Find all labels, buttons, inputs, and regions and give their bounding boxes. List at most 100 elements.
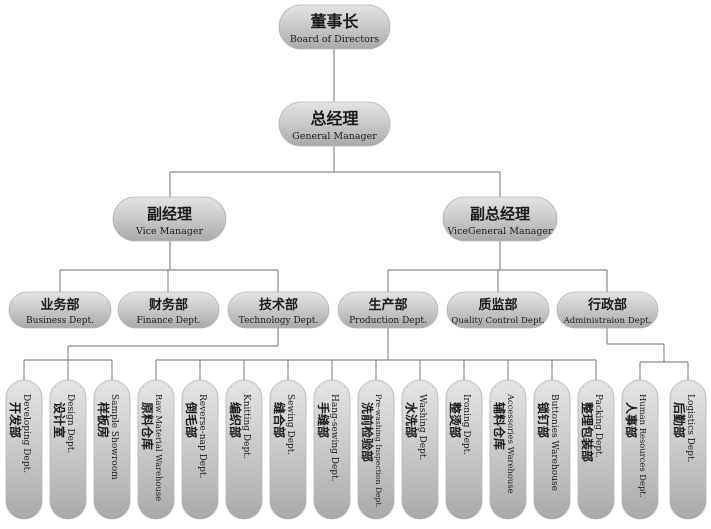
sub-dept-cn: 锁钉部 (536, 402, 551, 438)
node-finance-cn: 财务部 (149, 297, 188, 313)
sub-dept-en: Knitting Dept. (241, 394, 251, 459)
sub-dept-en: Hang-sewing Dept. (329, 394, 339, 482)
node-business-dept: 业务部 Business Dept. (8, 291, 112, 329)
sub-dept-en: Pre-washing Inspection Dept. (374, 394, 383, 508)
node-vice-manager-en: Vice Manager (135, 226, 204, 237)
sub-dept-shape (269, 379, 307, 520)
node-board-shape (278, 4, 391, 50)
sub-dept-cn: 编织部 (228, 401, 243, 438)
sub-dept-en: Washing Dept. (417, 394, 427, 460)
sub-dept-cn: 水洗部 (404, 402, 419, 438)
sub-dept-knitting: Knitting Dept.编织部 (225, 379, 263, 520)
node-gm-en: General Manager (292, 131, 377, 142)
sub-dept-en: Logistics Dept. (685, 394, 695, 463)
node-finance-shape (117, 291, 220, 329)
sub-dept-en: Human Resources Dept. (638, 394, 648, 497)
node-quality-shape (446, 291, 550, 329)
sub-dept-reverse-nap: Reverse-nap Dept.倒毛部 (181, 379, 219, 520)
sub-dept-packing: Packing Dept.整理包装部 (577, 379, 615, 520)
sub-dept-cn: 样板房 (96, 402, 111, 438)
sub-dept-cn: 后勤部 (672, 402, 687, 438)
sub-dept-shape (357, 379, 395, 520)
node-vice-gm-cn: 副总经理 (470, 205, 530, 223)
node-technology-shape (227, 291, 330, 329)
sub-dept-en: Developing Dept. (21, 394, 31, 473)
sub-dept-cn: 整烫部 (448, 401, 463, 438)
node-admin-cn: 行政部 (587, 297, 627, 313)
node-vice-manager: 副经理 Vice Manager (112, 196, 227, 242)
node-technology-dept: 技术部 Technology Dept. (227, 291, 330, 329)
node-admin-shape (556, 291, 659, 329)
node-gm-cn: 总经理 (310, 109, 358, 128)
sub-dept-text: Washing Dept.水洗部 (404, 394, 427, 460)
sub-dept-cn: 辅料仓库 (492, 402, 507, 450)
node-admin-en: Administraion Dept. (563, 316, 652, 326)
sub-dept-en: Buttonies Warehouse (549, 394, 559, 491)
sub-dept-text: Design Dept.设计室 (52, 394, 75, 453)
node-vice-general-manager: 副总经理 ViceGeneral Manager (442, 196, 558, 242)
sub-dept-text: Pre-washing Inspection Dept.洗前检验部 (360, 394, 383, 508)
sub-dept-cn: 整理包装部 (580, 401, 595, 462)
node-technology-en: Technology Dept. (239, 316, 319, 326)
sub-dept-en: Ironing Dept. (461, 394, 471, 455)
sub-dept-shape (49, 379, 87, 520)
node-business-cn: 业务部 (40, 297, 79, 313)
sub-dept-shape (401, 379, 439, 520)
sub-dept-hang-sewing: Hang-sewing Dept.手缝部 (313, 379, 351, 520)
node-board-en: Board of Directors (290, 34, 379, 45)
node-general-manager: 总经理 General Manager (278, 101, 391, 147)
sub-dept-pre-washing-inspection: Pre-washing Inspection Dept.洗前检验部 (357, 379, 395, 520)
node-quality-cn: 质监部 (478, 297, 517, 313)
sub-dept-developing: Developing Dept.开发部 (5, 379, 43, 520)
sub-dept-cn: 开发部 (8, 402, 23, 438)
sub-dept-text: Logistics Dept.后勤部 (672, 394, 695, 463)
sub-dept-human-resources: Human Resources Dept.人事部 (621, 379, 659, 520)
node-business-en: Business Dept. (26, 316, 94, 326)
node-quality-control-dept: 质监部 Quality Control Dept. (446, 291, 550, 329)
sub-dept-shape (445, 379, 483, 520)
sub-dept-shape (577, 379, 615, 520)
node-production-dept: 生产部 Production Dept. (337, 291, 439, 329)
sub-dept-shape (93, 379, 131, 520)
sub-dept-en: Sewing Dept. (285, 394, 295, 455)
sub-dept-en: Design Dept. (65, 394, 75, 453)
sub-dept-shape (669, 379, 707, 520)
sub-dept-en: Packing Dept. (593, 394, 603, 458)
node-quality-en: Quality Control Dept. (451, 316, 544, 326)
node-board-of-directors: 董事长 Board of Directors (278, 4, 391, 50)
node-finance-dept: 财务部 Finance Dept. (117, 291, 220, 329)
sub-dept-cn: 人事部 (624, 402, 639, 438)
node-administration-dept: 行政部 Administraion Dept. (556, 291, 659, 329)
sub-dept-cn: 原料仓库 (140, 402, 155, 450)
sub-dept-text: Hang-sewing Dept.手缝部 (316, 394, 339, 482)
sub-dept-cn: 缝合部 (272, 402, 287, 438)
connector-lines (23, 49, 689, 380)
sub-dept-ironing: Ironing Dept.整烫部 (445, 379, 483, 520)
sub-dept-sewing: Sewing Dept.缝合部 (269, 379, 307, 520)
node-board-cn: 董事长 (310, 12, 359, 31)
sub-dept-shape (313, 379, 351, 520)
node-gm-shape (278, 101, 391, 147)
sub-dept-shape (137, 379, 175, 520)
sub-dept-en: Reverse-nap Dept. (197, 394, 207, 479)
sub-dept-shape (225, 379, 263, 520)
node-vice-manager-shape (112, 196, 227, 242)
sub-dept-en: Accessories Warehouse (506, 393, 516, 494)
sub-dept-text: Reverse-nap Dept.倒毛部 (184, 394, 207, 479)
sub-dept-en: Sample Showroom (109, 394, 119, 480)
sub-dept-text: Ironing Dept.整烫部 (448, 394, 471, 455)
node-production-shape (337, 291, 439, 329)
sub-dept-en: Raw Material Warehouse (154, 394, 164, 501)
node-finance-en: Finance Dept. (136, 316, 200, 326)
sub-dept-design: Design Dept.设计室 (49, 379, 87, 520)
sub-dept-shape (181, 379, 219, 520)
node-production-cn: 生产部 (368, 297, 407, 313)
sub-dept-text: Human Resources Dept.人事部 (624, 394, 648, 497)
